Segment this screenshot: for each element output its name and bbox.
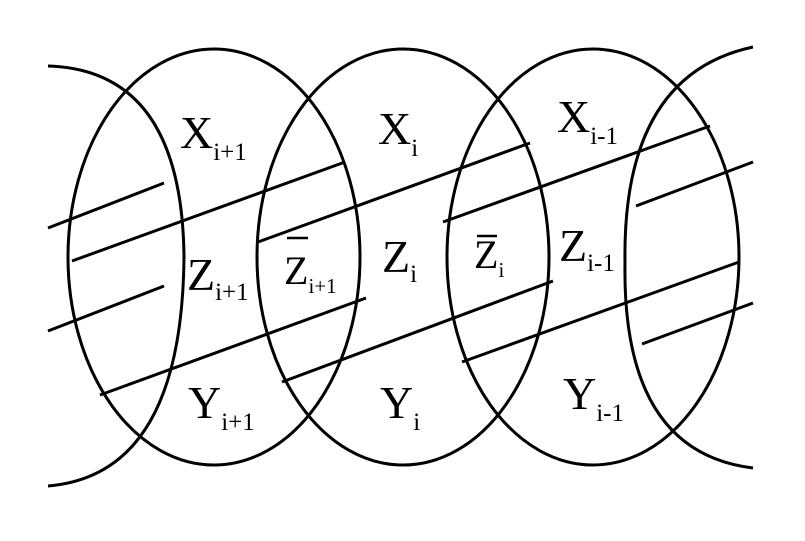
label-y-i: Yi bbox=[380, 377, 420, 436]
band-line-3 bbox=[257, 141, 531, 244]
band-line-1 bbox=[47, 181, 165, 230]
ellipse-i-plus-1 bbox=[66, 47, 362, 467]
band-line-7 bbox=[99, 296, 367, 397]
band-line-4 bbox=[442, 124, 711, 224]
band-line-8 bbox=[281, 279, 554, 384]
partial-ellipse-right bbox=[623, 45, 754, 470]
band-line-5 bbox=[635, 160, 754, 208]
label-y-i-minus-1: Yi-1 bbox=[563, 368, 624, 427]
label-z-i-minus-1: Zi-1 bbox=[559, 220, 615, 277]
band-line-10 bbox=[641, 301, 754, 346]
label-z-i: Zi bbox=[382, 231, 417, 288]
label-zbar-i-plus-1: Zi+1 bbox=[284, 248, 337, 298]
band-line-2 bbox=[71, 160, 346, 263]
ellipse-i-minus-1 bbox=[445, 47, 741, 467]
partial-ellipse-left bbox=[47, 64, 186, 488]
label-x-i-plus-1: Xi+1 bbox=[180, 107, 247, 166]
band-lines bbox=[47, 124, 754, 397]
label-x-i: Xi bbox=[378, 103, 418, 162]
band-line-6 bbox=[47, 284, 165, 333]
label-y-i-plus-1: Yi+1 bbox=[188, 377, 255, 436]
label-z-i-plus-1: Zi+1 bbox=[187, 249, 249, 306]
label-zbar-i: Zi bbox=[474, 232, 504, 282]
label-x-i-minus-1: Xi-1 bbox=[557, 91, 618, 150]
labels: Xi+1 Xi Xi-1 Zi+1 Zi+1 Zi Zi Zi-1 Yi+1 Y… bbox=[180, 91, 624, 436]
ellipse-i bbox=[255, 47, 551, 467]
ellipses bbox=[47, 45, 754, 488]
band-line-9 bbox=[461, 260, 740, 364]
